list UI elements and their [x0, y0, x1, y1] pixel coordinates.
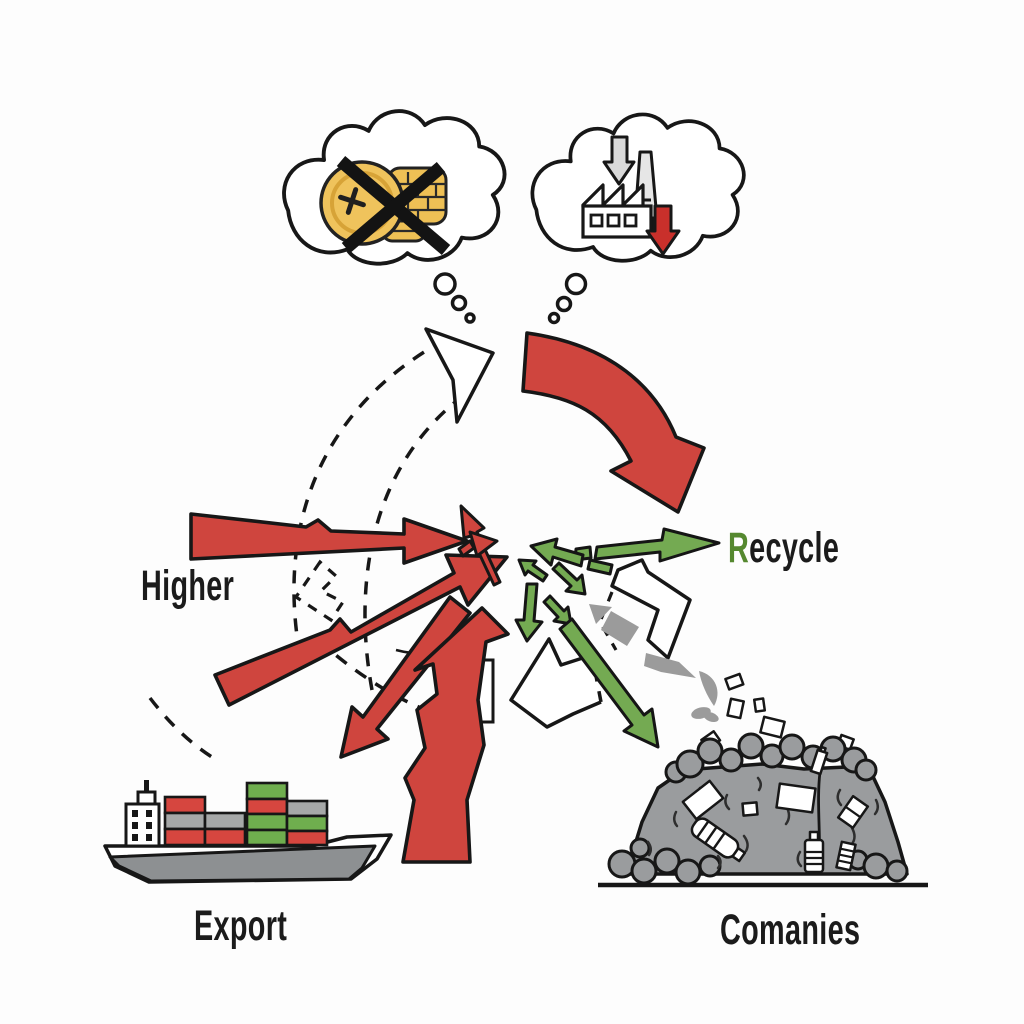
thought-tail-dot	[433, 272, 457, 296]
gray-down-arrow-icon	[602, 135, 636, 186]
green-arrow-to-trash	[558, 617, 660, 749]
coin-plus-mark	[338, 187, 366, 215]
factory-window	[589, 213, 604, 228]
trash-debris	[681, 745, 870, 874]
thought-bubble-factory	[530, 112, 746, 325]
gray-crumbling-arrow	[589, 604, 855, 752]
green-arrow	[529, 537, 585, 568]
tilted-scrap	[836, 794, 870, 830]
factory-window	[606, 213, 621, 228]
hollow-arrowhead-icon	[424, 327, 495, 424]
hollow-arrow-right	[610, 558, 692, 660]
green-arrow-to-recycle	[593, 527, 721, 563]
ship-mast	[144, 780, 149, 793]
red-arrow-nub	[457, 539, 476, 558]
thought-tail-dot	[564, 272, 588, 296]
ship-bridge-windows	[132, 810, 152, 841]
hollow-arrow-left	[293, 559, 346, 623]
ship-hull	[108, 844, 377, 883]
ship-containers	[163, 781, 329, 847]
standing-bottle	[803, 830, 825, 874]
x-mark-icon	[336, 156, 451, 255]
red-arrow-diagonal	[213, 553, 509, 707]
trash-bottom-bumps	[607, 837, 909, 886]
trash-pile-icon	[598, 732, 928, 888]
label-recycle-initial: R	[728, 523, 749, 571]
striped-bottle	[690, 817, 747, 863]
factory-window	[623, 213, 638, 228]
green-arrow-dash	[586, 558, 614, 576]
thought-tail-dot	[464, 312, 476, 324]
thought-tail-dot	[547, 311, 561, 325]
label-recycle: Recycle	[728, 523, 839, 571]
ship-bridge	[124, 802, 161, 848]
thought-tail-dot	[450, 294, 468, 312]
red-down-arrow-icon	[645, 204, 681, 256]
striped-scrap	[835, 840, 857, 872]
green-arrow	[551, 561, 587, 596]
factory-icon	[581, 135, 681, 256]
thought-bubble-no-money	[282, 109, 507, 324]
dashed-arc-outer	[292, 336, 449, 656]
green-arrow	[514, 582, 544, 643]
cargo-ship-icon	[103, 780, 393, 884]
green-arrow	[517, 558, 549, 583]
red-pressure-arrows	[189, 504, 510, 864]
top-bottle	[809, 745, 829, 776]
label-recycle-rest: ecycle	[749, 523, 839, 571]
label-companies: Comanies	[720, 905, 860, 953]
hollow-arrow-bottom	[509, 637, 602, 729]
green-arrow	[542, 594, 573, 626]
trash-top-bumps	[664, 732, 878, 784]
red-arrow-horizontal	[189, 512, 469, 565]
label-export: Export	[194, 901, 287, 949]
factory-roof	[581, 183, 645, 209]
green-recycle-arrows	[514, 527, 721, 749]
recycle-loop-outline-arrows	[293, 558, 692, 729]
thought-tail-dot	[555, 295, 573, 313]
red-arrow-vertical	[401, 606, 510, 864]
dashed-arc-left	[148, 696, 221, 764]
label-higher: Higher	[141, 561, 234, 609]
red-arrowhead-small	[468, 530, 499, 558]
red-decline-curved-arrow	[521, 331, 706, 514]
